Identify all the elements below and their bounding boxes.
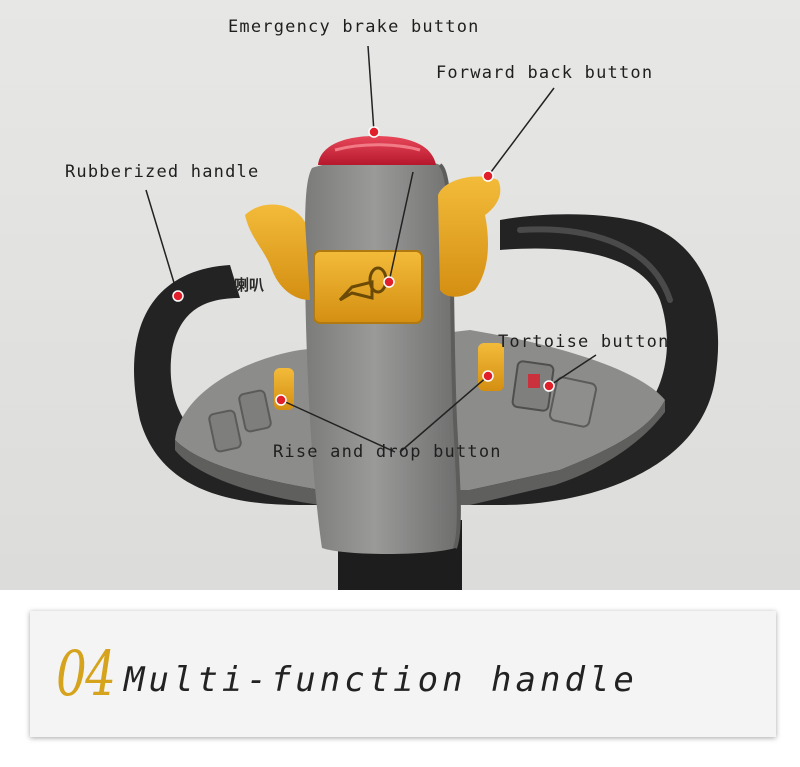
caption-title: Multi-function handle (124, 660, 638, 700)
marker-rubber (172, 290, 184, 302)
forward-back-button-left[interactable] (245, 204, 310, 300)
caption-number: 04 (56, 637, 116, 710)
rubberized-handle-label: Rubberized handle (65, 162, 260, 182)
left-wing-button-1[interactable] (208, 409, 242, 453)
forward-back-label: Forward back button (436, 63, 654, 83)
handle-photo (0, 0, 800, 590)
marker-tortoise (482, 370, 494, 382)
callout-markers (172, 126, 555, 406)
rise-drop-label: Rise and drop button (273, 442, 502, 462)
right-wing-button[interactable] (548, 376, 598, 428)
tortoise-indicator-light (528, 374, 540, 388)
grip-highlight (517, 226, 673, 303)
emergency-brake-button[interactable] (318, 136, 436, 165)
marker-emergency (368, 126, 380, 138)
central-housing (305, 158, 459, 555)
forward-back-button-right[interactable] (438, 176, 501, 297)
tortoise-button-label: Tortoise button (498, 332, 670, 352)
rubberized-grip (134, 214, 719, 505)
emergency-brake-label: Emergency brake button (228, 17, 480, 37)
caption-box (30, 611, 776, 737)
horn-label: 喇叭 (234, 276, 265, 294)
marker-tortoise-indicator (543, 380, 555, 392)
marker-forward (482, 170, 494, 182)
marker-horn (383, 276, 395, 288)
wing-plate-shade (175, 400, 665, 505)
left-wing-button-2[interactable] (238, 389, 272, 433)
horn-button[interactable] (313, 250, 423, 324)
callout-lines (145, 45, 597, 453)
brake-highlight (334, 143, 421, 152)
marker-rise (275, 394, 287, 406)
